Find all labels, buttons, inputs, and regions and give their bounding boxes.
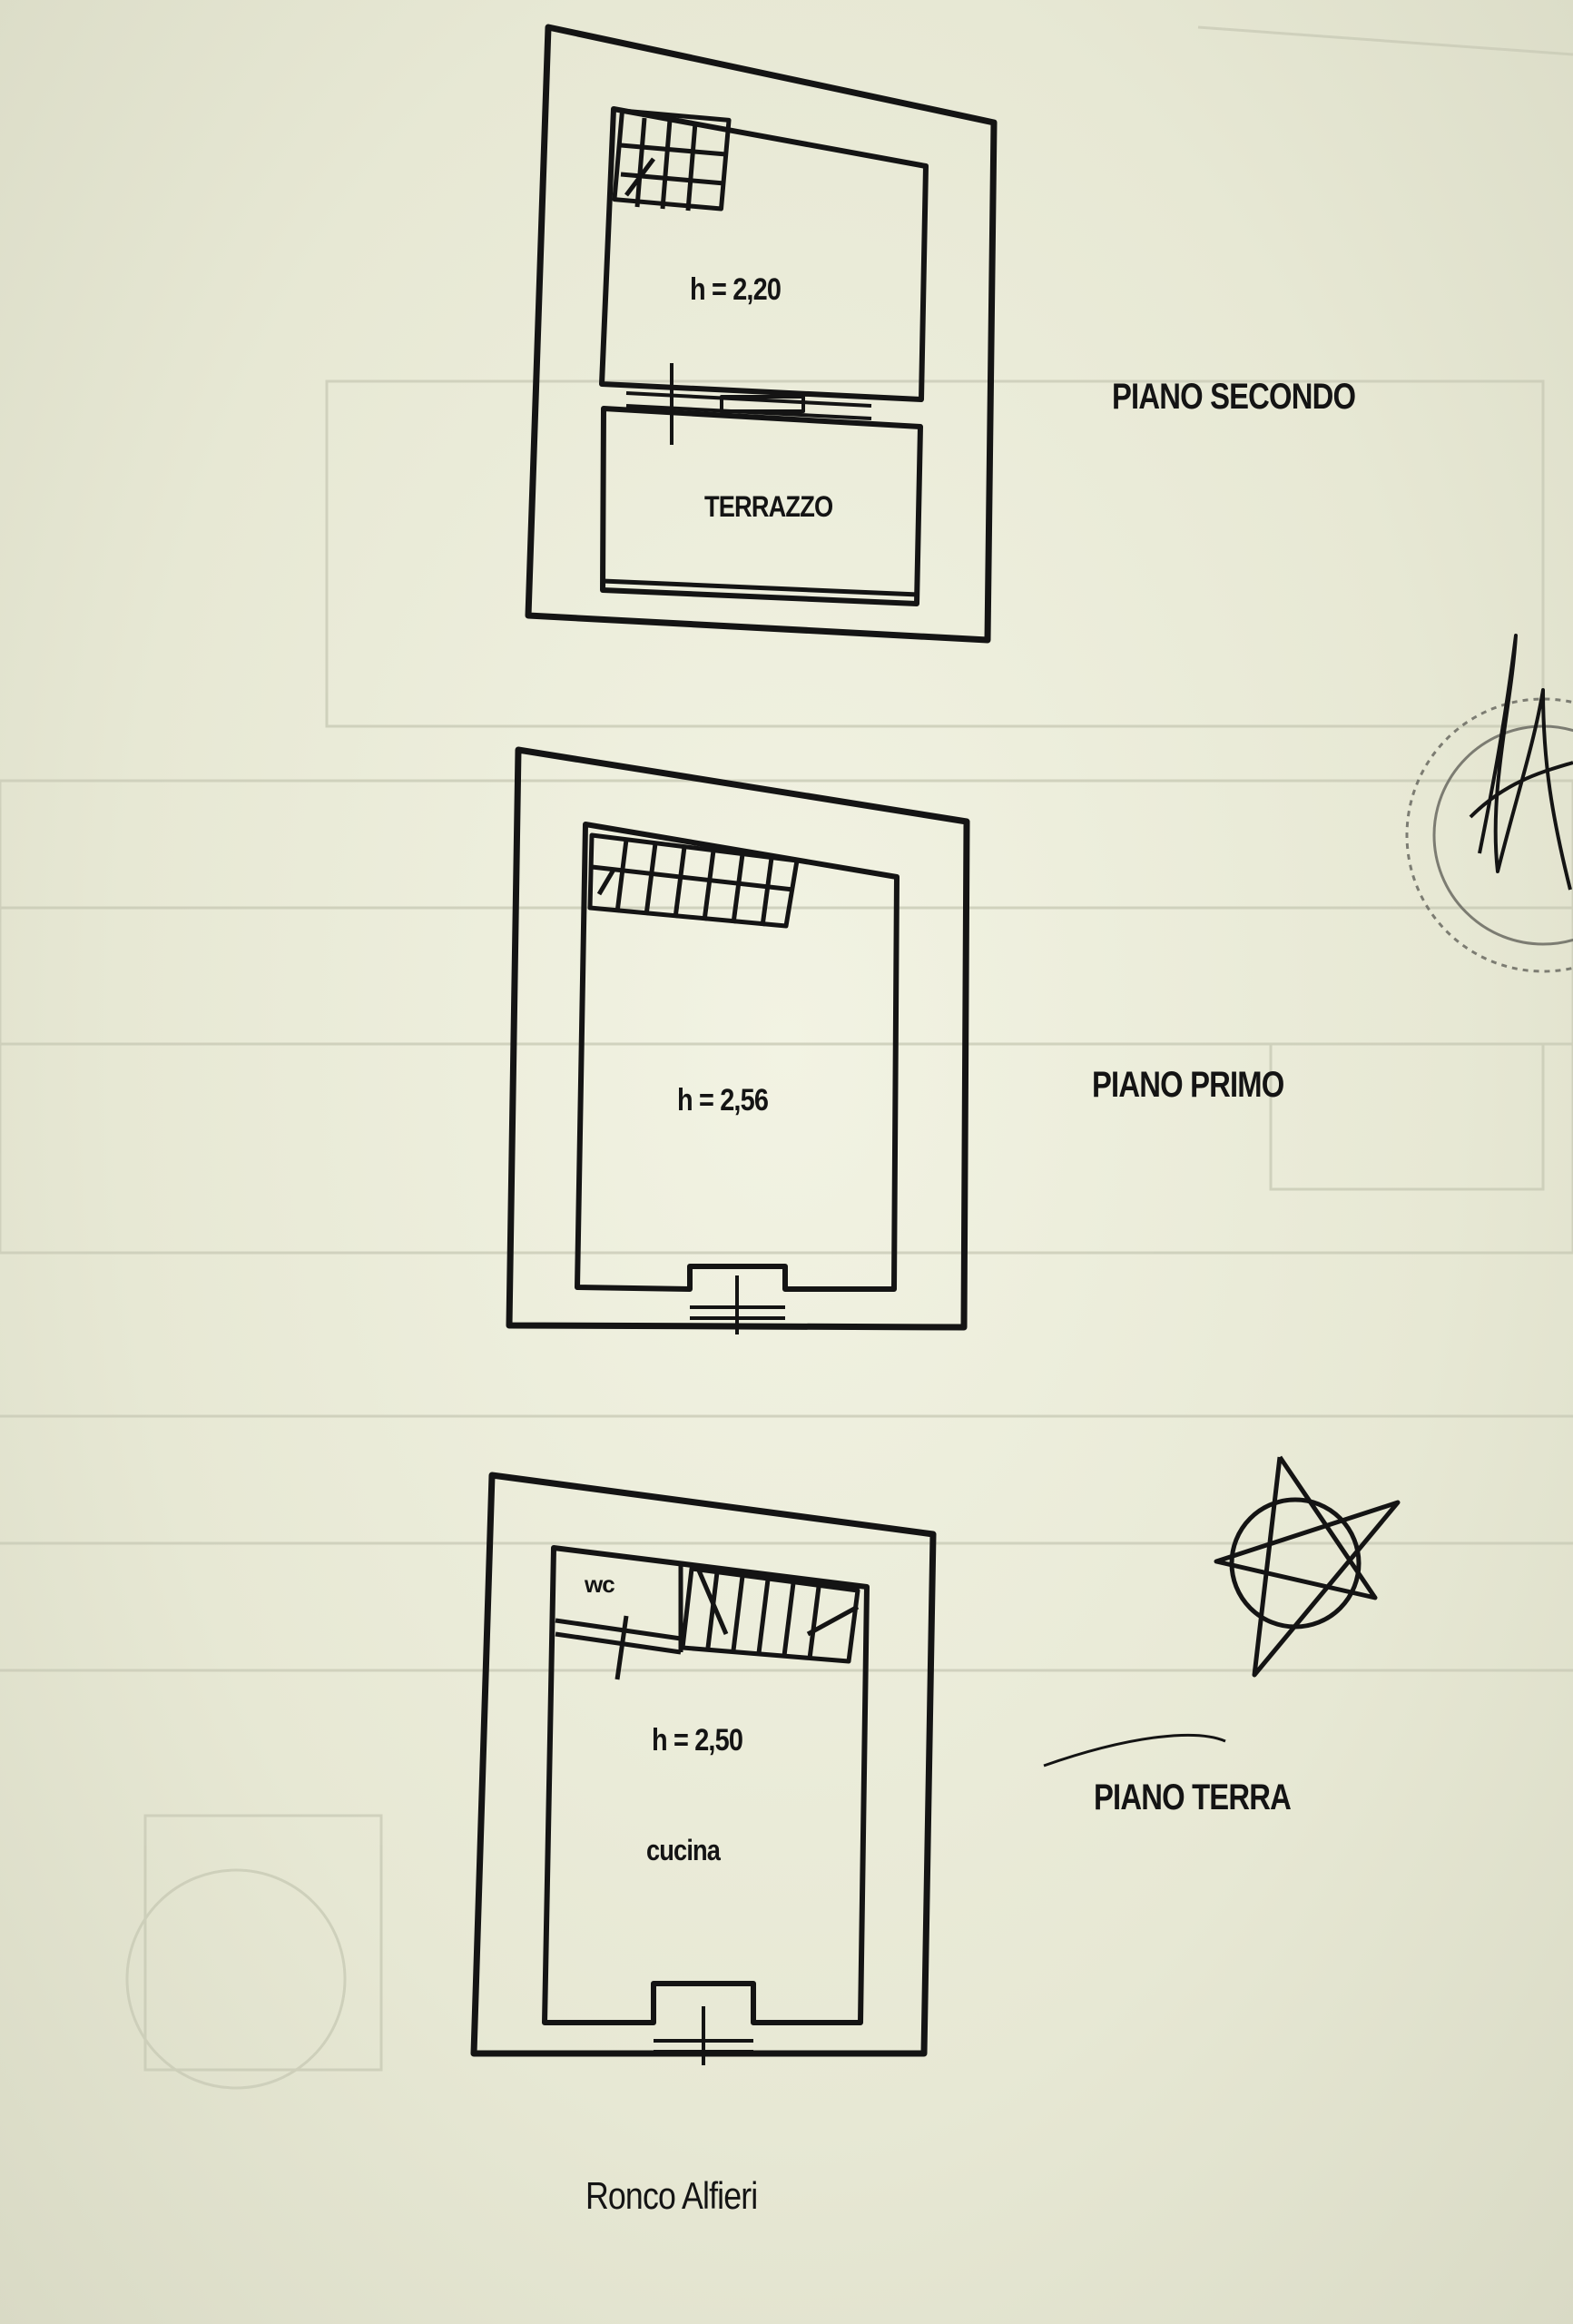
terrace-label: TERRAZZO (704, 490, 833, 523)
entrance-first (690, 1275, 785, 1334)
floor-title-ground: PIANO TERRA (1094, 1777, 1292, 1817)
street-label: Ronco Alfieri (585, 2174, 758, 2217)
height-label-ground: h = 2,50 (652, 1723, 743, 1758)
stair-ground (680, 1566, 860, 1664)
height-label-second: h = 2,20 (690, 272, 782, 307)
signature-star-mark (1214, 1455, 1401, 1678)
plan-ground-floor (470, 1472, 937, 2065)
outer-wall-first (506, 746, 970, 1331)
entrance-ground (654, 2006, 753, 2065)
faded-background-print (0, 25, 1573, 2090)
outer-wall-ground (470, 1472, 937, 2057)
inner-room-second (599, 106, 929, 402)
floor-title-second: PIANO SECONDO (1112, 377, 1356, 417)
stamp-signature (1469, 634, 1573, 891)
plan-first-floor (506, 746, 970, 1334)
outer-wall-second (525, 24, 998, 644)
plan-second-floor (525, 24, 998, 644)
door-terrace (625, 363, 872, 445)
floor-title-first: PIANO PRIMO (1092, 1065, 1284, 1105)
wc-partition (555, 1566, 683, 1680)
stair-second (612, 108, 732, 212)
signature-stroke (1043, 1733, 1226, 1768)
inner-room-first (575, 822, 900, 1292)
height-label-first: h = 2,56 (677, 1083, 769, 1118)
inner-room-ground (542, 1545, 870, 2025)
kitchen-label: cucina (646, 1834, 721, 1866)
wc-label: wc (585, 1571, 615, 1598)
terrace-outline (600, 406, 923, 606)
stair-first (587, 832, 800, 929)
official-stamp (1405, 697, 1573, 973)
